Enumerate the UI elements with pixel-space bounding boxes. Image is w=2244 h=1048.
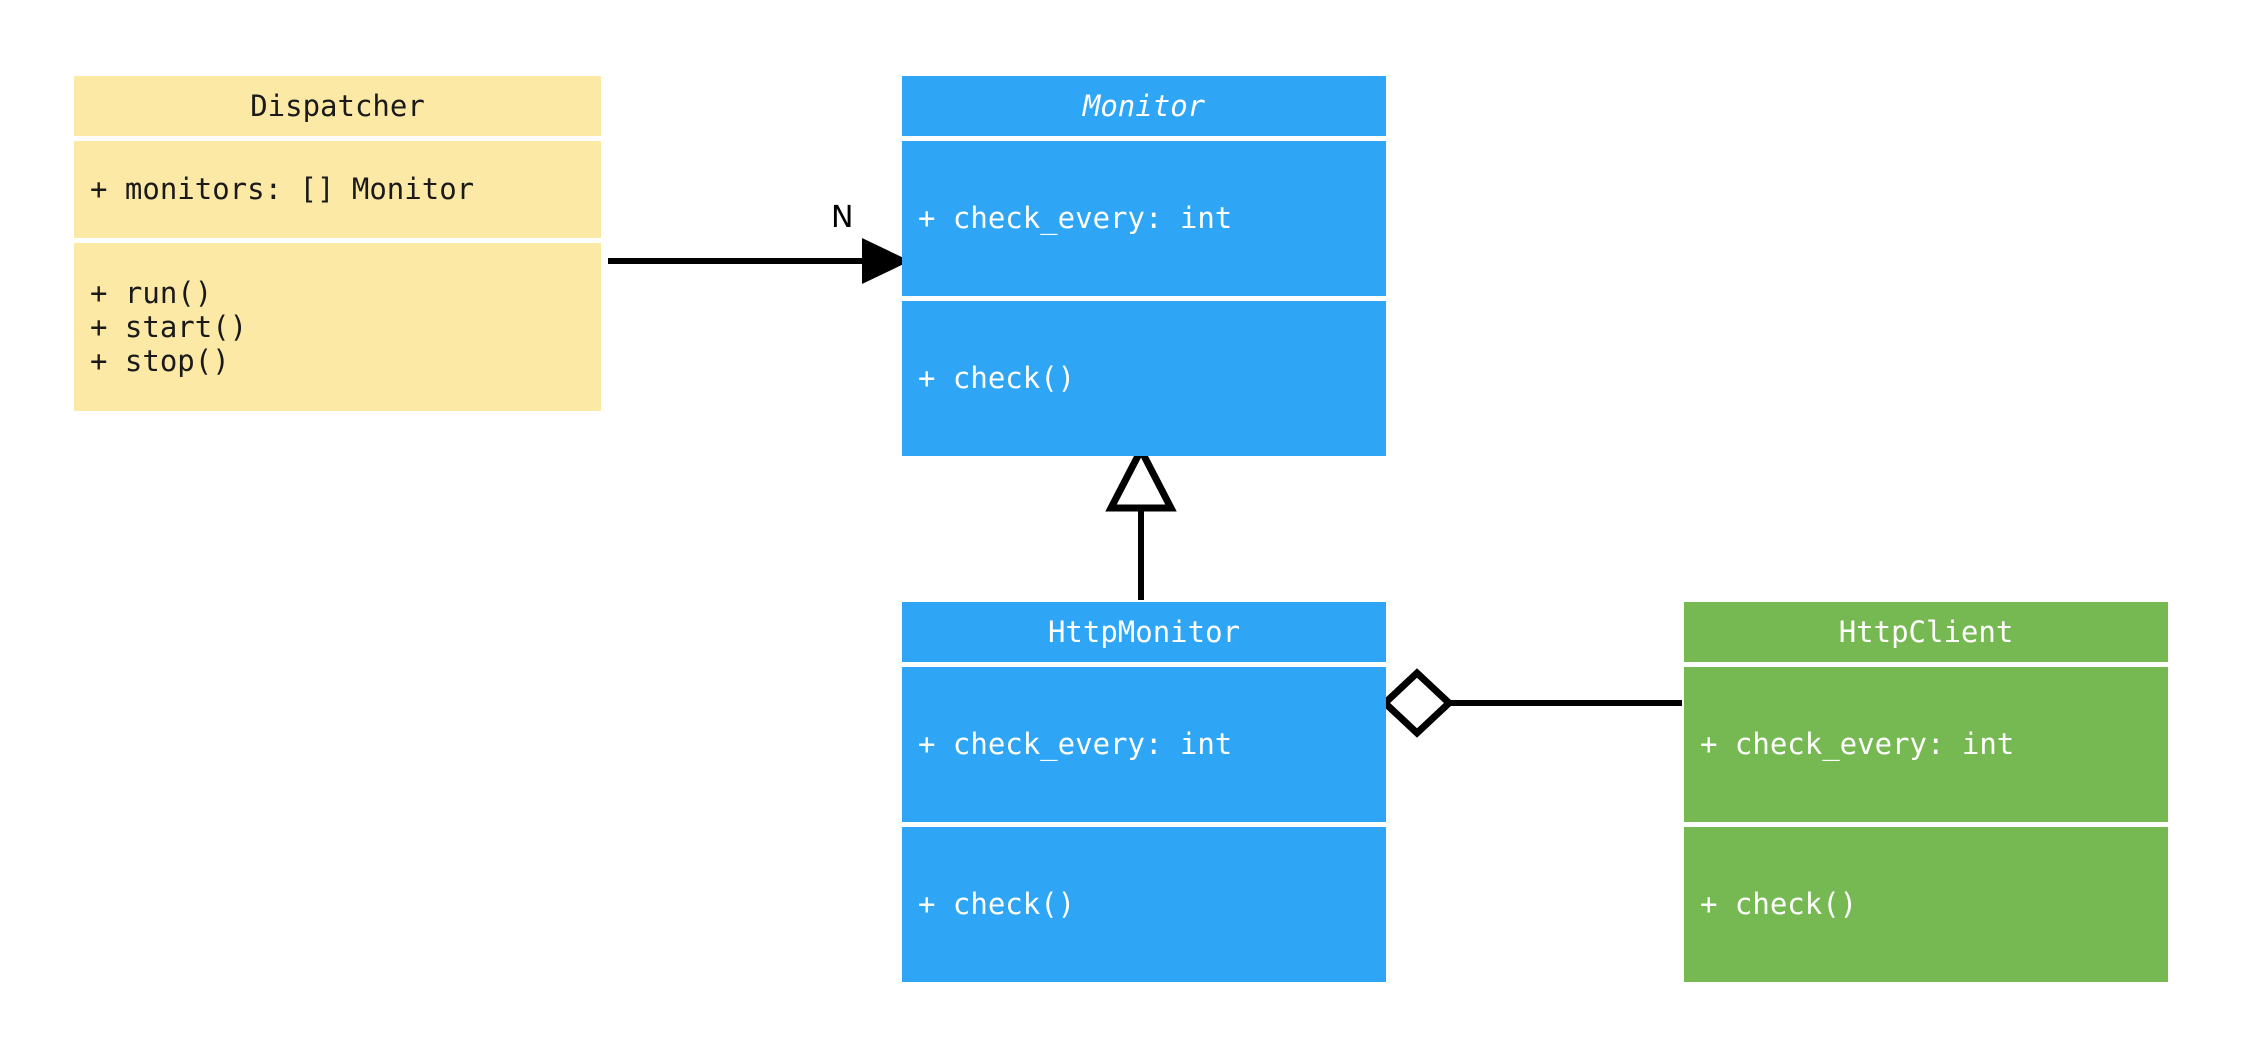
class-box-http-client[interactable]: HttpClient + check_every: int + check(): [1684, 602, 2168, 982]
aggregation-httpmonitor-httpclient: [1379, 668, 1682, 738]
class-methods-http-monitor: + check(): [902, 827, 1386, 982]
class-title-http-client: HttpClient: [1684, 602, 2168, 662]
class-title-http-monitor: HttpMonitor: [902, 602, 1386, 662]
method-row: + check(): [918, 361, 1076, 396]
generalization-httpmonitor-monitor: [1105, 442, 1177, 600]
method-row: + stop(): [90, 344, 230, 379]
class-title-monitor: Monitor: [902, 76, 1386, 136]
attribute-row: + check_every: int: [918, 201, 1233, 236]
aggregation-diamond: [1379, 668, 1455, 738]
method-row: + start(): [90, 309, 248, 344]
class-box-http-monitor[interactable]: HttpMonitor + check_every: int + check(): [902, 602, 1386, 982]
class-attributes-dispatcher: + monitors: [] Monitor: [74, 141, 601, 238]
generalization-triangle: [1105, 442, 1177, 512]
class-methods-http-client: + check(): [1684, 827, 2168, 982]
class-title-dispatcher: Dispatcher: [74, 76, 601, 136]
method-row: + check(): [1700, 887, 1858, 922]
class-box-monitor[interactable]: Monitor + check_every: int + check(): [902, 76, 1386, 456]
association-dispatcher-monitor: [608, 238, 910, 284]
class-attributes-monitor: + check_every: int: [902, 141, 1386, 296]
class-box-dispatcher[interactable]: Dispatcher + monitors: [] Monitor + run(…: [74, 76, 601, 411]
attribute-row: + check_every: int: [1700, 727, 2015, 762]
attribute-row: + check_every: int: [918, 727, 1233, 762]
method-row: + run(): [90, 275, 213, 310]
method-row: + check(): [918, 887, 1076, 922]
class-methods-dispatcher: + run() + start() + stop(): [74, 243, 601, 411]
attribute-row: + monitors: [] Monitor: [90, 172, 475, 207]
class-attributes-http-monitor: + check_every: int: [902, 667, 1386, 822]
association-multiplicity-label: N: [831, 200, 854, 235]
class-attributes-http-client: + check_every: int: [1684, 667, 2168, 822]
class-methods-monitor: + check(): [902, 301, 1386, 456]
